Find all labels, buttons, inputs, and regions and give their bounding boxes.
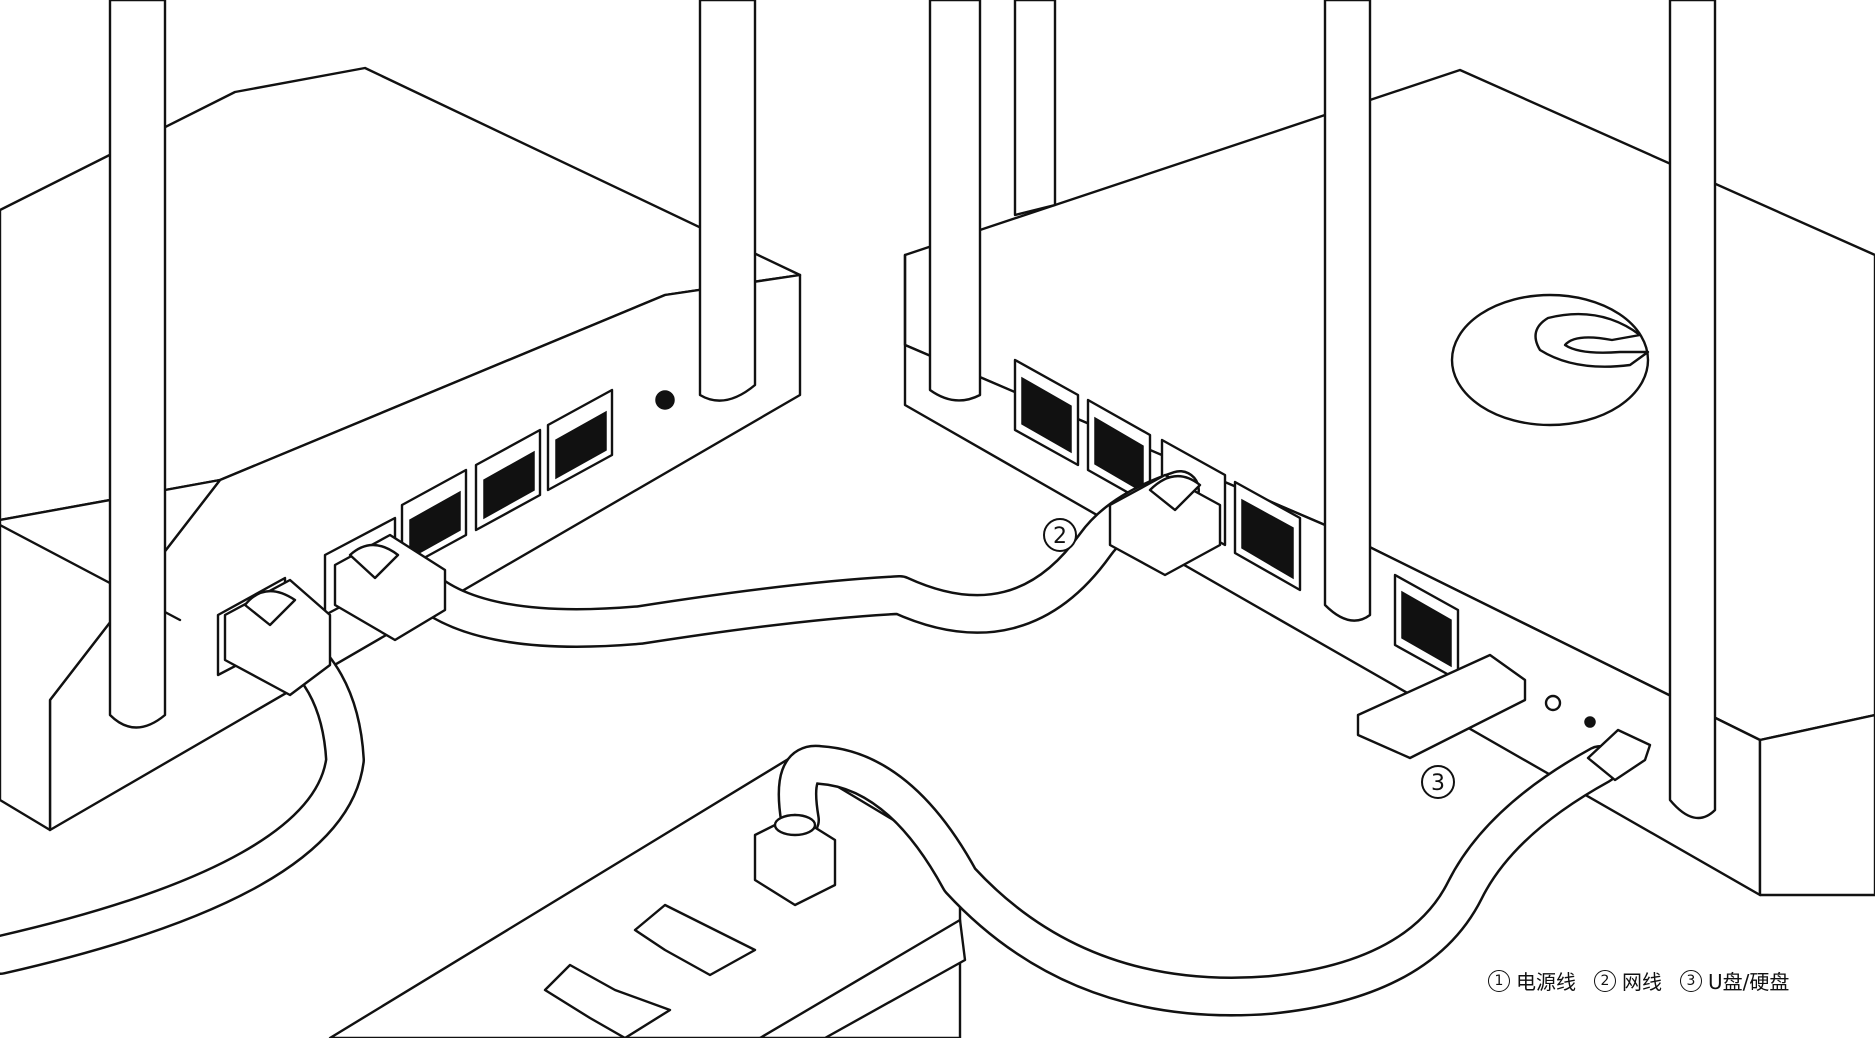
router-logo — [1450, 293, 1650, 427]
callout-2: 2 — [1043, 518, 1077, 552]
right-antenna-2 — [1013, 0, 1057, 217]
legend-item-power-cable: 1 电源线 — [1488, 966, 1576, 995]
legend-label-usb-drive: U盘/硬盘 — [1708, 970, 1790, 994]
plugs — [223, 473, 1652, 907]
reset-hole — [1584, 716, 1596, 728]
socket-2 — [543, 963, 672, 1038]
legend-label-power-cable: 电源线 — [1516, 970, 1576, 994]
right-antenna-3 — [1323, 0, 1372, 622]
left-router-side — [0, 478, 222, 832]
left-antenna-1 — [108, 0, 167, 729]
callout-2-label: 2 — [1053, 524, 1067, 549]
power-jack — [655, 390, 675, 410]
usb-drive — [1356, 653, 1527, 760]
legend-item-network-cable: 2 网线 — [1594, 966, 1662, 995]
legend-num-3: 3 — [1680, 969, 1702, 992]
right-router — [903, 0, 1875, 897]
callout-3-label: 3 — [1431, 771, 1445, 796]
dc-plug — [1586, 728, 1652, 782]
left-antenna-2 — [698, 0, 757, 402]
right-antenna-4 — [1668, 0, 1717, 820]
led-indicator — [1544, 694, 1562, 712]
cables — [0, 470, 1620, 1017]
legend: 1 电源线 2 网线 3 U盘/硬盘 — [1488, 966, 1797, 995]
legend-item-usb-drive: 3 U盘/硬盘 — [1680, 966, 1789, 995]
rj45-plug-right — [1108, 473, 1222, 577]
left-router — [0, 0, 802, 832]
socket-1 — [633, 903, 757, 977]
callout-3: 3 — [1421, 765, 1455, 799]
legend-label-network-cable: 网线 — [1622, 970, 1662, 994]
right-antenna-1 — [928, 0, 982, 402]
legend-num-1: 1 — [1488, 969, 1510, 992]
legend-num-2: 2 — [1594, 969, 1616, 992]
